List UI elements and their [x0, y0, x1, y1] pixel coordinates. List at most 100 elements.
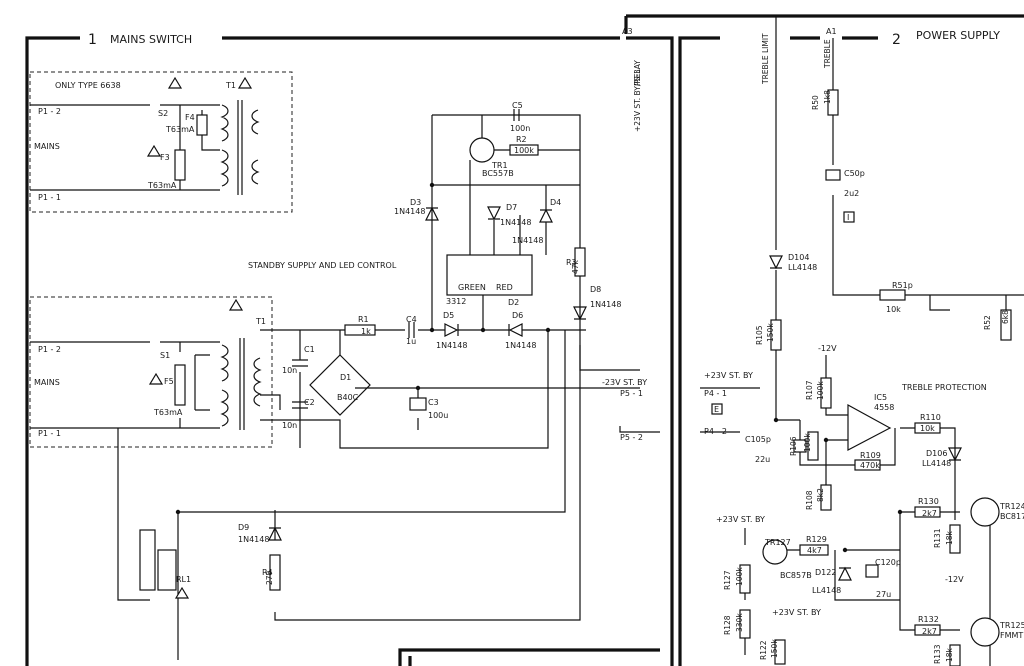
c2-value: 10n [282, 421, 297, 430]
electrolytic-c3 [409, 397, 427, 411]
top-mains-wiring [30, 104, 220, 191]
mains-top-label: MAINS [34, 142, 60, 151]
standby-title: STANDBY SUPPLY AND LED CONTROL [248, 261, 397, 270]
c5-label: C5 [512, 101, 523, 110]
r128-label: R128 [723, 615, 732, 635]
c1-label: C1 [304, 345, 315, 354]
diode-d104 [769, 255, 783, 270]
diode-d122 [838, 566, 852, 581]
pot-r51 [879, 289, 906, 301]
minus12-b: -12V [945, 575, 964, 584]
r131-value: 18k [945, 530, 954, 545]
d104-value: LL4148 [788, 263, 817, 272]
r4-value: 270 [265, 570, 274, 585]
r51-value: 10k [886, 305, 901, 314]
r50-label: R50 [811, 95, 820, 110]
c105-value: 22u [755, 455, 770, 464]
resistor-r132 [914, 624, 941, 636]
tr127-label: TR127 [764, 538, 791, 547]
f3-label: F3 [160, 153, 170, 162]
r2-value: 100k [514, 146, 534, 155]
only-type-note: ONLY TYPE 6638 [55, 81, 121, 90]
r132-value: 2k7 [922, 627, 937, 636]
relay-wiring [117, 330, 581, 660]
junction-dot [545, 327, 551, 333]
c50-value: 2u2 [844, 189, 859, 198]
st-by-in-label: -23V ST. BY [602, 378, 647, 387]
r133-value: 18k [945, 647, 954, 662]
connector-a1: A1 [826, 27, 837, 36]
r52-value: 6k8 [1001, 310, 1010, 324]
diode-d4 [539, 185, 553, 255]
s1-label: S1 [160, 351, 170, 360]
plus23-b: +23V ST. BY [772, 608, 821, 617]
junction-dot [480, 327, 486, 333]
f3-value: T63mA [147, 181, 177, 190]
bridge-d1 [309, 354, 371, 416]
r108-value: 8k2 [816, 488, 825, 502]
r131-label: R131 [933, 528, 942, 548]
minus12-a: -12V [818, 344, 837, 353]
r130-label: R130 [918, 497, 939, 506]
resistor-r2 [509, 144, 539, 156]
resistor-r3 [574, 247, 586, 277]
cap-c2 [292, 401, 308, 409]
connector-p4-1: P4 - 1 [704, 389, 727, 398]
warning-triangle-icon [167, 76, 183, 89]
connector-p4-2: P4 - 2 [704, 427, 727, 436]
r129-label: R129 [806, 535, 827, 544]
d6-label: D6 [512, 311, 523, 320]
connector-p5-2: P5 - 2 [620, 433, 643, 442]
cap-c105 [793, 439, 807, 453]
led-wiring [431, 160, 521, 330]
r107-value: 100k [816, 381, 825, 400]
transistor-tr1 [469, 137, 495, 163]
c105-label: C105p [745, 435, 771, 444]
diode-d106 [948, 447, 962, 462]
r3-value: 47k [571, 259, 580, 274]
ic5-label: IC5 [874, 393, 887, 402]
resistor-r127 [739, 564, 751, 594]
d1-value: B40C [337, 393, 359, 402]
diode-d8 [573, 306, 587, 321]
transformer-t1-mid [220, 338, 262, 430]
s2-label: S2 [158, 109, 168, 118]
power-supply-number: 2 [892, 32, 901, 48]
led-part-label: 3312 [446, 297, 466, 306]
resistor-r130 [914, 506, 941, 518]
tr124-label: TR124 [999, 502, 1024, 511]
d104-label: D104 [788, 253, 809, 262]
r1-label: R1 [358, 315, 369, 324]
junction-dot [773, 417, 779, 423]
transistor-tr125 [970, 617, 1000, 647]
box-i [843, 211, 855, 223]
d3-label: D3 [410, 198, 421, 207]
cap-c5 [513, 109, 520, 121]
diode-d3 [425, 206, 439, 221]
r51-label: R51p [892, 281, 913, 290]
r110-label: R110 [920, 413, 941, 422]
resistor-r4 [269, 554, 281, 591]
resistor-r110 [914, 422, 941, 434]
r52-label: R52 [983, 315, 992, 330]
diode-d7 [487, 206, 501, 221]
type-6638-block [29, 71, 293, 213]
connector-p1-1-mid: P1 - 1 [38, 429, 61, 438]
junction-dot [175, 509, 181, 515]
t1-top-label: T1 [225, 81, 236, 90]
d122-value: LL4148 [812, 586, 841, 595]
opamp-wiring [799, 355, 956, 520]
f4-label: F4 [185, 113, 195, 122]
r105-label: R105 [755, 325, 764, 345]
d5-label: D5 [443, 311, 454, 320]
tr127-value: BC857B [780, 571, 812, 580]
tr1-value: BC557B [482, 169, 514, 178]
box-e [711, 403, 723, 415]
d4-value: 1N4148 [512, 236, 543, 245]
connector-p5-1: P5 - 1 [620, 389, 643, 398]
relay-rail-label: +23V ST. BY/RELAY [633, 60, 642, 132]
connector-a3: A3 [622, 27, 633, 36]
d4-label: D4 [550, 198, 561, 207]
fuse-f4 [196, 114, 208, 136]
